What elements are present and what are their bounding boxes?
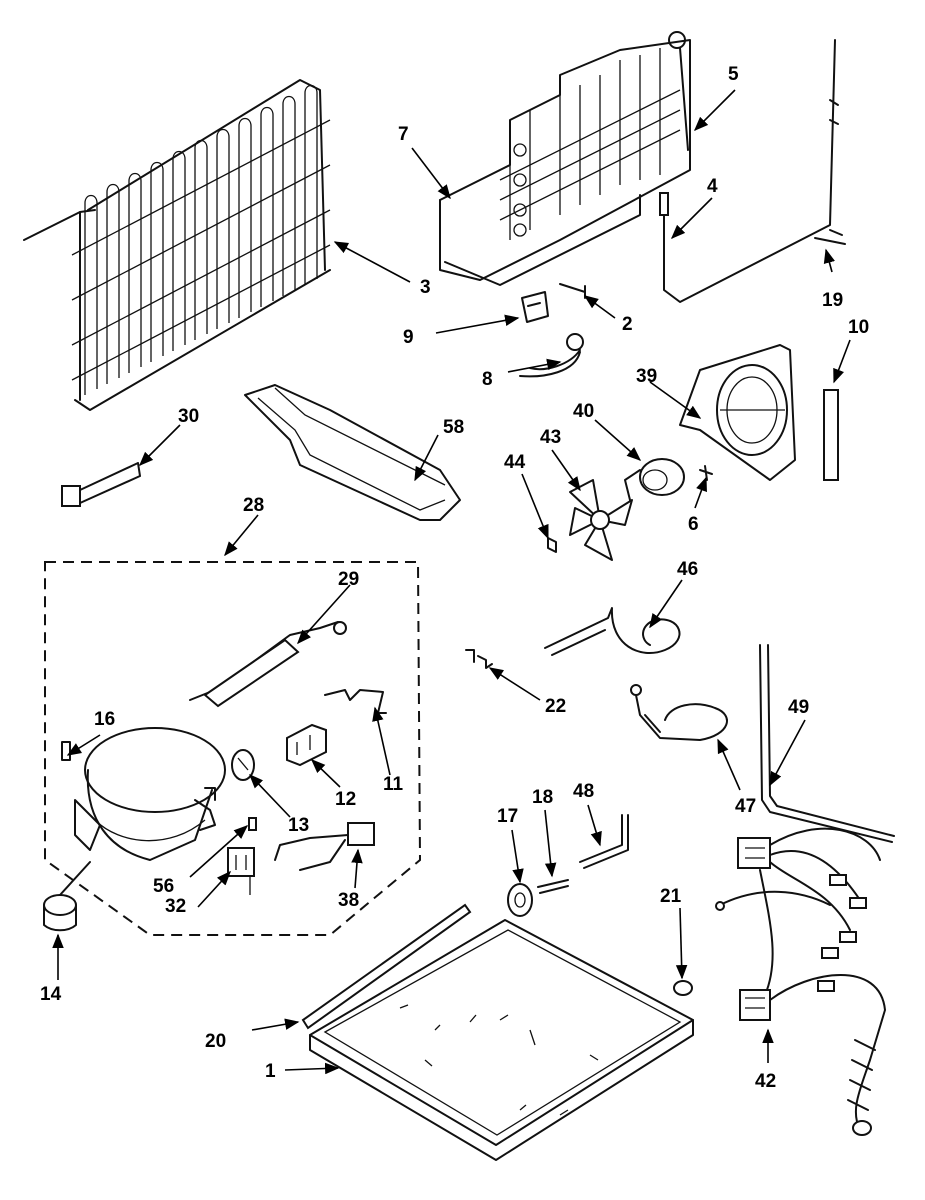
bracket: [521, 291, 549, 323]
base-pan: [309, 919, 694, 1161]
mount-screw: [699, 465, 713, 481]
label-20: 20: [205, 1031, 226, 1052]
heater-wire: [519, 333, 584, 378]
label-7: 7: [398, 124, 409, 145]
label-38: 38: [338, 890, 359, 911]
fan-shroud: [679, 344, 796, 481]
label-47: 47: [735, 796, 756, 817]
grommet-stud: [61, 741, 71, 761]
overload-wire: [324, 689, 387, 714]
label-12: 12: [335, 789, 356, 810]
overload-protector: [231, 749, 255, 781]
condenser-coil: [23, 79, 331, 411]
label-2: 2: [622, 314, 633, 335]
label-28: 28: [243, 495, 264, 516]
screw: [559, 283, 586, 299]
label-16: 16: [94, 709, 115, 730]
label-9: 9: [403, 327, 414, 348]
washer: [547, 537, 557, 553]
wire-clip: [814, 229, 846, 245]
defrost-thermostat: [659, 39, 839, 303]
compressor-grommet: [43, 861, 91, 932]
label-22: 22: [545, 696, 566, 717]
start-relay: [286, 723, 327, 767]
rear-roller: [507, 883, 533, 917]
label-44: 44: [504, 452, 526, 473]
label-30: 30: [178, 406, 199, 427]
label-56: 56: [153, 876, 174, 897]
roller-axle: [537, 879, 569, 894]
gasket-strip: [823, 389, 839, 481]
label-1: 1: [265, 1061, 276, 1082]
label-40: 40: [573, 401, 594, 422]
suction-tube: [544, 607, 681, 656]
label-6: 6: [688, 514, 699, 535]
filter-drier: [189, 621, 347, 708]
label-43: 43: [540, 427, 561, 448]
drain-tube: [61, 462, 141, 507]
condenser-tube: [759, 644, 895, 843]
label-58: 58: [443, 417, 464, 438]
label-39: 39: [636, 366, 657, 387]
label-29: 29: [338, 569, 359, 590]
label-4: 4: [707, 176, 718, 197]
label-17: 17: [497, 806, 518, 827]
label-48: 48: [573, 781, 594, 802]
label-11: 11: [383, 774, 404, 795]
capacitor: [227, 847, 255, 895]
label-14: 14: [40, 984, 62, 1005]
label-3: 3: [420, 277, 431, 298]
discharge-tube: [630, 684, 728, 741]
fan-blade: [569, 479, 633, 561]
terminal-cover: [274, 822, 375, 871]
tube-clip: [465, 649, 493, 669]
leader-lines: [52, 89, 851, 1075]
label-18: 18: [532, 787, 553, 808]
leveling-nut: [673, 980, 693, 996]
evaporator-fan-motor: [624, 458, 685, 501]
leveling-pin: [579, 814, 629, 869]
label-8: 8: [482, 369, 493, 390]
wire-harness: [715, 827, 886, 1136]
label-13: 13: [288, 815, 309, 836]
label-19: 19: [822, 290, 843, 311]
label-32: 32: [165, 896, 186, 917]
drain-tray: [244, 384, 461, 521]
label-49: 49: [788, 697, 809, 718]
part-labels: 7 5 4 3 2 9 8 19 10 39 40 43 44 6 58 30 …: [40, 64, 869, 1092]
label-21: 21: [660, 886, 682, 907]
compressor: [74, 727, 226, 861]
evaporator-assembly: [439, 31, 691, 286]
label-46: 46: [677, 559, 698, 580]
label-5: 5: [728, 64, 739, 85]
label-10: 10: [848, 317, 869, 338]
label-42: 42: [755, 1071, 776, 1092]
retainer-clip: [248, 817, 257, 831]
base-strip: [301, 903, 472, 1030]
